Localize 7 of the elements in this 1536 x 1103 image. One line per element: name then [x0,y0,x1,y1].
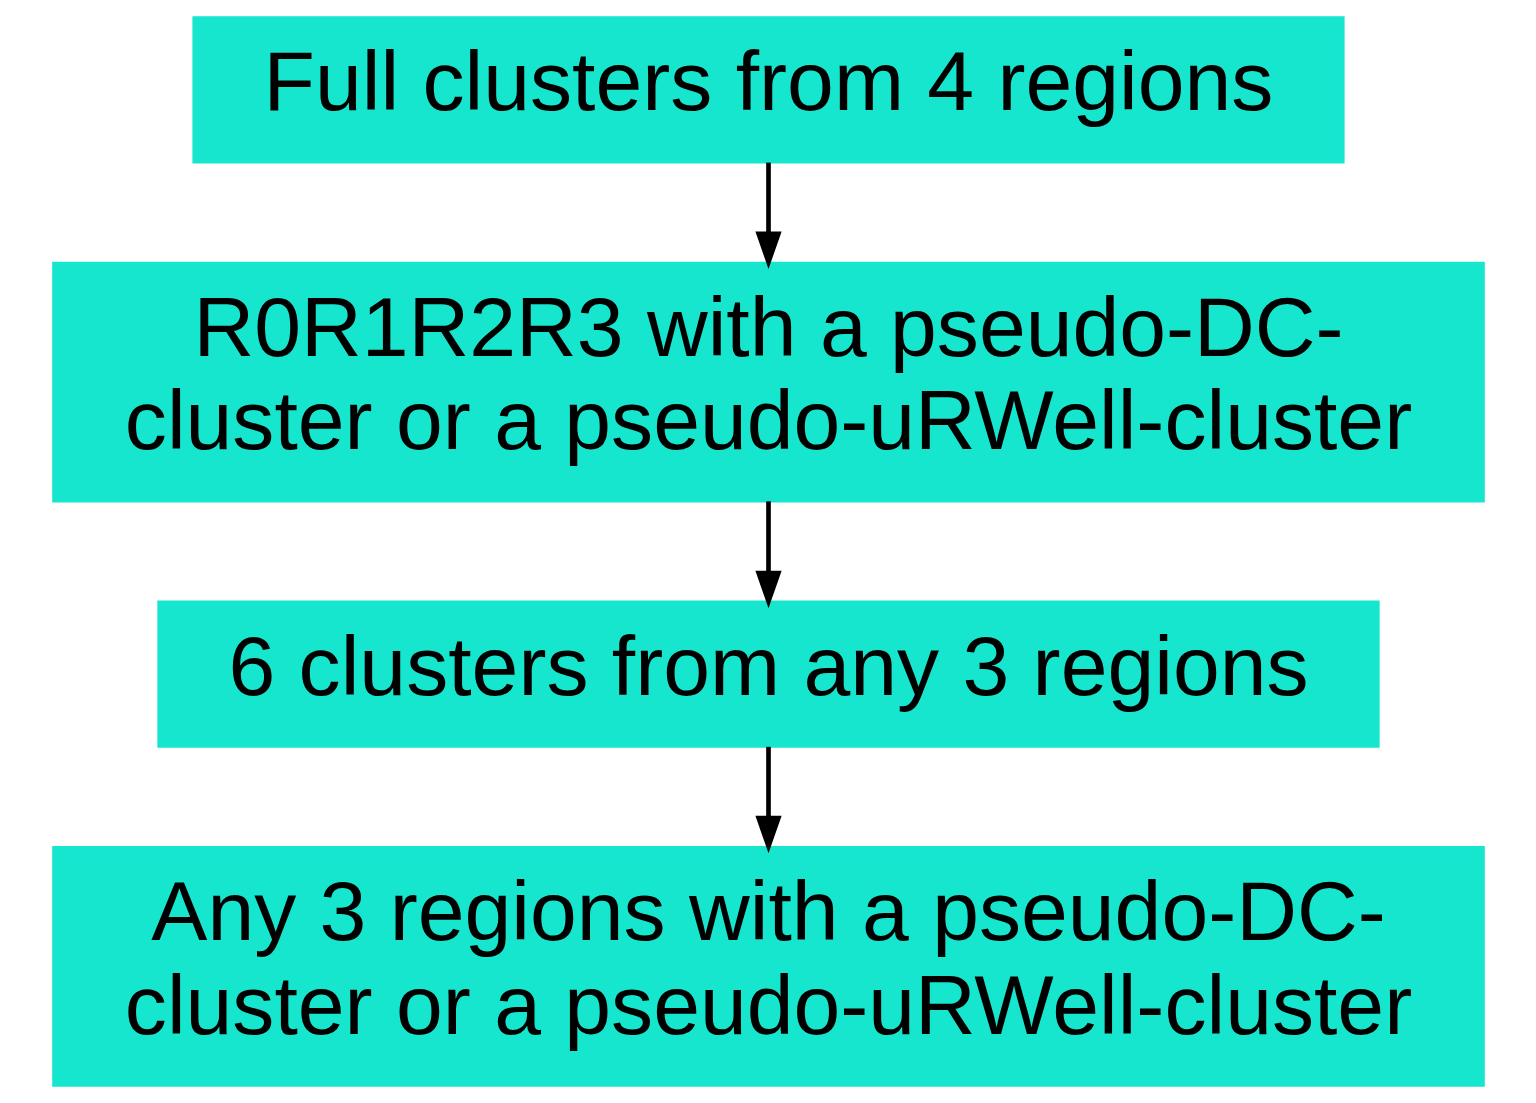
arrow [754,162,782,270]
node-box: Any 3 regions with a pseudo-DC- cluster or a pseudo-uRWell-cluster [51,845,1485,1087]
node-box: 6 clusters from any 3 regions [156,600,1380,748]
arrow [754,501,782,609]
node-box: Full clusters from 4 regions [191,16,1345,164]
node-box: R0R1R2R3 with a pseudo-DC- cluster or a pseudo-uRWell-cluster [51,261,1485,503]
arrow [754,746,782,854]
